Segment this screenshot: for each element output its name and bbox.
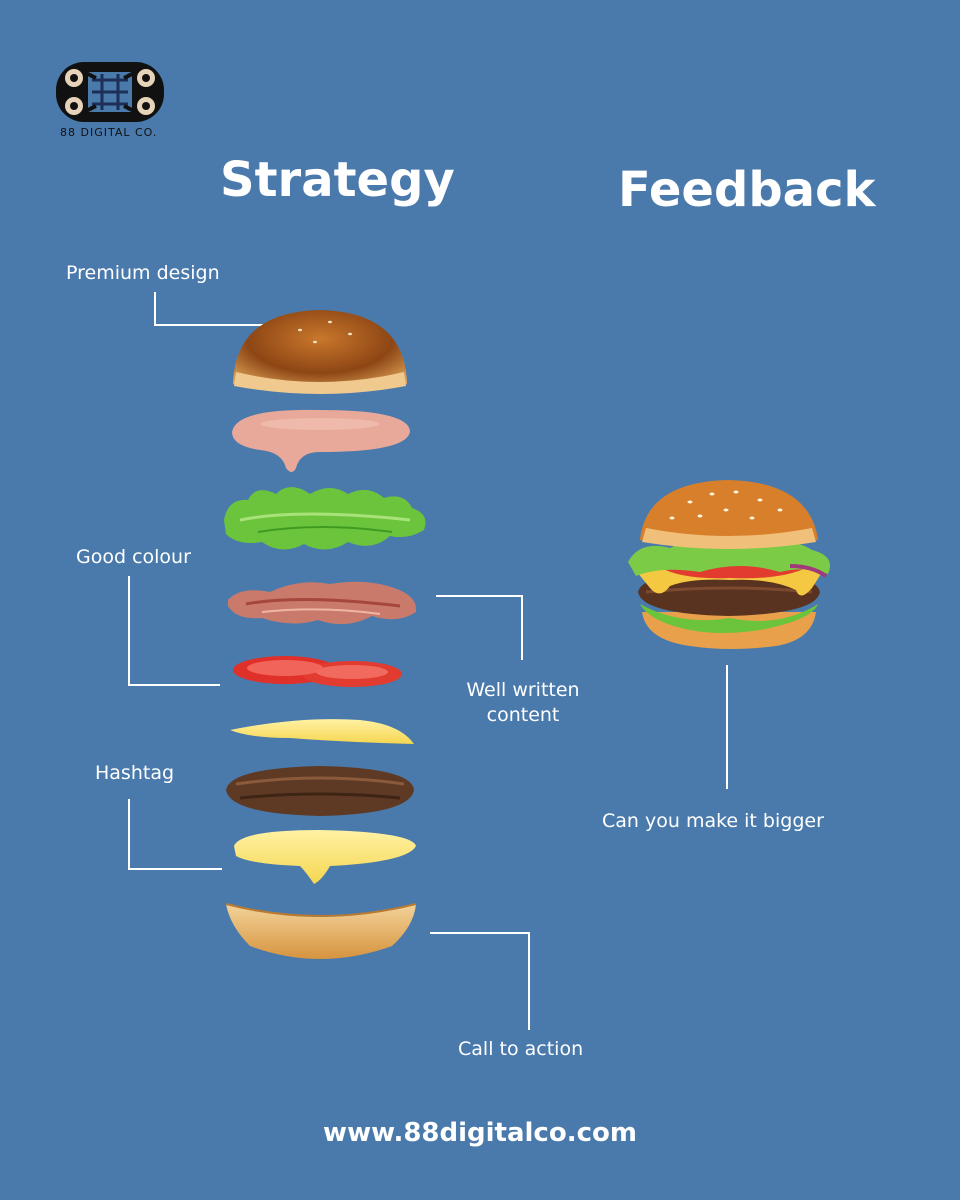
feedback-heading: Feedback — [618, 162, 876, 218]
bacon-layer — [228, 581, 417, 625]
well-written-label-line1: Well written — [466, 679, 580, 701]
melted-cheese-layer — [234, 830, 416, 884]
patty-layer — [226, 766, 414, 816]
premium-design-label: Premium design — [66, 262, 220, 284]
tomato-layer — [233, 656, 402, 687]
call-to-action-connector — [430, 932, 530, 1030]
well-written-connector — [436, 595, 523, 660]
hashtag-label: Hashtag — [95, 762, 175, 784]
well-written-content-label: Well written content — [456, 679, 590, 726]
assembled-burger-image — [628, 480, 830, 649]
well-written-label-line2: content — [486, 704, 560, 726]
good-colour-connector — [128, 576, 220, 686]
good-colour-label: Good colour — [76, 546, 191, 568]
website-url: www.88digitalco.com — [323, 1118, 637, 1148]
feedback-comment-label: Can you make it bigger — [602, 810, 824, 832]
88-digital-logo — [56, 62, 164, 122]
hashtag-connector — [128, 799, 222, 870]
premium-design-connector — [154, 292, 290, 326]
strategy-heading: Strategy — [220, 152, 455, 208]
cheese-slice-layer — [230, 719, 414, 744]
call-to-action-label: Call to action — [458, 1038, 584, 1060]
sauce-layer — [232, 409, 410, 472]
bottom-bun-layer — [225, 903, 417, 959]
logo-wordmark: 88 DIGITAL CO. — [60, 126, 158, 139]
lettuce-layer — [224, 487, 426, 550]
top-bun-layer — [233, 310, 407, 394]
